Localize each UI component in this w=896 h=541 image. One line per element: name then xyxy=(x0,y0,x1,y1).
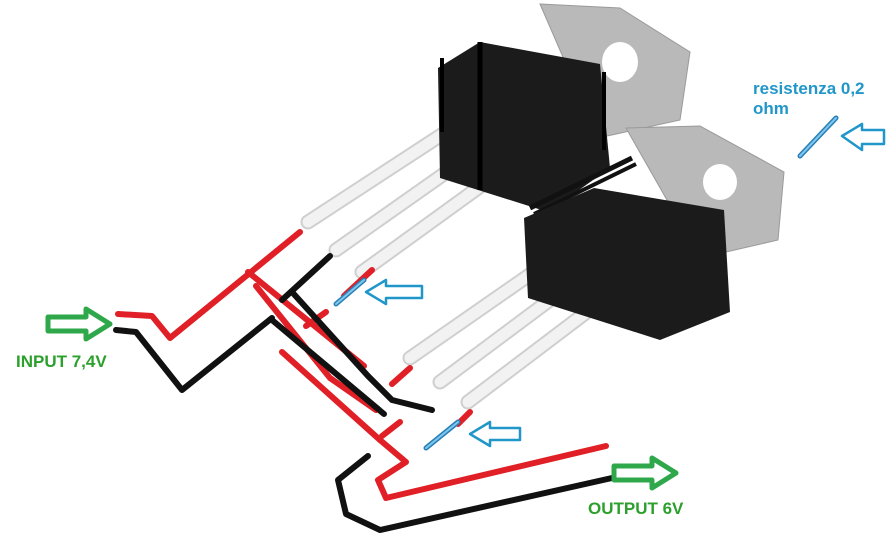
output-negative-wire xyxy=(335,453,615,533)
regulator-1-tab-hole xyxy=(602,42,638,82)
heatsink-link-wire xyxy=(528,155,634,211)
input-negative-wire xyxy=(113,315,275,393)
regulator-1 xyxy=(300,3,691,280)
positive-wires xyxy=(115,229,609,501)
input-positive-wire xyxy=(115,229,303,341)
input-label: INPUT 7,4V xyxy=(16,352,107,371)
green-arrow-right-icon xyxy=(45,306,113,342)
resistor-icon xyxy=(797,115,839,159)
resistor-label-line2: ohm xyxy=(753,99,789,118)
resistor-1 xyxy=(333,277,367,307)
resistor-label-line1: resistenza 0,2 xyxy=(753,79,865,98)
blue-arrow-left-icon xyxy=(468,420,522,448)
output-positive-wire xyxy=(375,437,609,501)
negative-wires xyxy=(113,253,615,533)
regulator-2-body xyxy=(524,188,730,340)
output-label: OUTPUT 6V xyxy=(588,499,684,518)
regulator-1-body xyxy=(438,42,610,212)
blue-arrow-left-icon xyxy=(840,122,886,152)
resistor-2 xyxy=(423,419,461,451)
green-arrow-right-icon xyxy=(611,455,679,491)
regulator-2-tab-hole xyxy=(703,164,737,200)
blue-arrow-left-icon xyxy=(364,278,424,306)
regulator-2 xyxy=(402,125,785,410)
